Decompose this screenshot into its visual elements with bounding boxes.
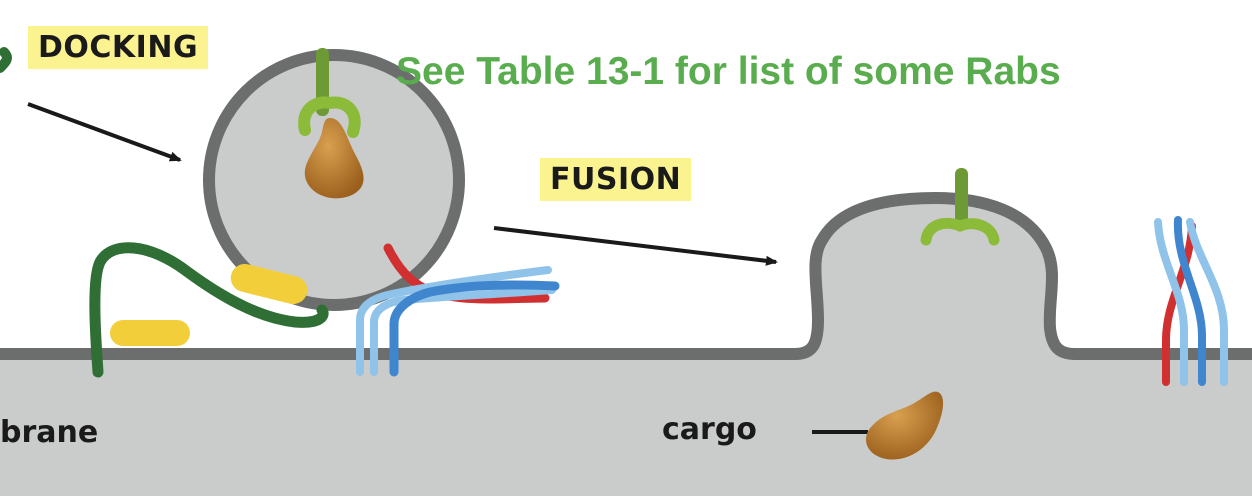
yellow-protein-1 bbox=[230, 263, 308, 305]
membrane-label: brane bbox=[0, 415, 99, 450]
t-snare-dark bbox=[389, 280, 560, 377]
table-note-label: See Table 13-1 for list of some Rabs bbox=[396, 50, 1061, 93]
vesicle-cargo bbox=[304, 118, 364, 199]
t-snare-light-1 bbox=[356, 266, 552, 376]
rab-effector-cup bbox=[298, 96, 361, 138]
plasma-membrane bbox=[0, 191, 1252, 360]
yellow-protein-2 bbox=[110, 320, 190, 346]
snare-complex-light-1 bbox=[1154, 218, 1188, 386]
docking-label: DOCKING bbox=[28, 26, 209, 69]
docking-arrow bbox=[27, 102, 182, 162]
rab-stalk-fusion bbox=[955, 168, 968, 228]
cargo-label: cargo bbox=[662, 412, 757, 447]
snare-complex-light-2 bbox=[1186, 218, 1228, 386]
fusion-arrow bbox=[493, 226, 778, 266]
tether-protein bbox=[89, 242, 329, 378]
released-cargo bbox=[866, 391, 944, 460]
fusion-label: FUSION bbox=[540, 158, 692, 201]
rab-effector-fusion bbox=[920, 217, 1000, 246]
snare-complex-dark bbox=[1173, 216, 1206, 386]
tether-end bbox=[0, 47, 12, 73]
